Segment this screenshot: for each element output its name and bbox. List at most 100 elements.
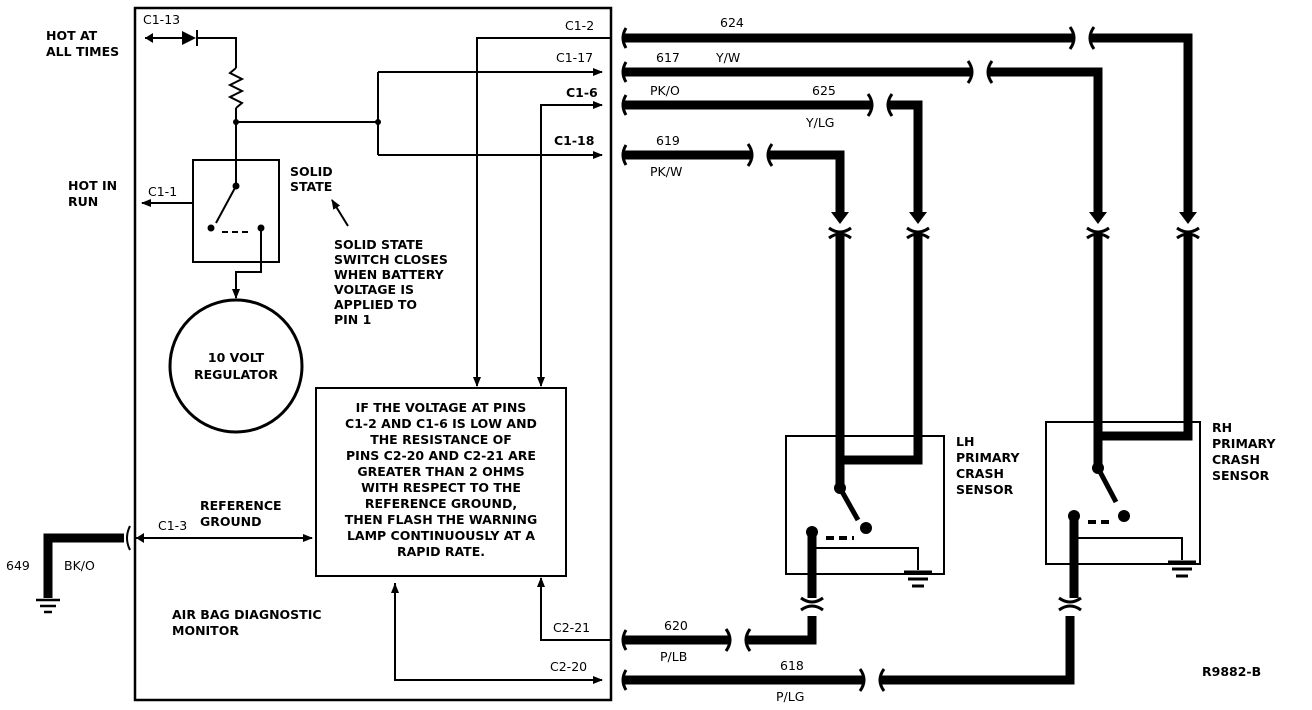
hot-in-run-label-2: RUN (68, 194, 98, 209)
ground-symbol-icon (904, 570, 932, 588)
svg-text:SWITCH CLOSES: SWITCH CLOSES (334, 252, 448, 267)
wire-624 (622, 33, 1193, 212)
pin-c1-13: C1-13 (143, 12, 180, 27)
svg-text:PRIMARY: PRIMARY (1212, 436, 1276, 451)
svg-text:SENSOR: SENSOR (1212, 468, 1270, 483)
wire-620 (622, 616, 817, 645)
ground-symbol-icon (1168, 560, 1196, 578)
circuit-620-color: P/LB (660, 649, 687, 664)
wire-625-drop (840, 234, 923, 465)
lh-sensor-case-ground (812, 547, 919, 570)
solid-state-switch-box (192, 159, 280, 263)
rh-sensor-case-ground (1074, 537, 1183, 560)
circuit-649: 649 (6, 558, 30, 573)
svg-text:PRIMARY: PRIMARY (956, 450, 1020, 465)
svg-text:C1-2 AND C1-6 IS LOW AND: C1-2 AND C1-6 IS LOW AND (345, 416, 537, 431)
junction-dot (233, 119, 239, 125)
svg-text:LAMP CONTINUOUSLY AT A: LAMP CONTINUOUSLY AT A (347, 528, 535, 543)
lh-sensor-switch-icon (806, 482, 872, 540)
circuit-625-color: Y/LG (805, 115, 835, 130)
svg-text:REFERENCE GROUND,: REFERENCE GROUND, (365, 496, 517, 511)
wire-drop-arrows (831, 212, 1197, 224)
svg-text:GREATER THAN 2 OHMS: GREATER THAN 2 OHMS (357, 464, 524, 479)
c1-3-arrow (136, 533, 144, 543)
circuit-619-color: PK/W (650, 164, 682, 179)
connector-bracket-icon (724, 26, 1096, 692)
svg-text:SENSOR: SENSOR (956, 482, 1014, 497)
circuit-624: 624 (720, 15, 744, 30)
pin-c1-3: C1-3 (158, 518, 187, 533)
svg-text:THEN FLASH THE WARNING: THEN FLASH THE WARNING (345, 512, 538, 527)
svg-text:APPLIED TO: APPLIED TO (334, 297, 417, 312)
pin-c2-20: C2-20 (550, 659, 587, 674)
switch-to-regulator-line (232, 228, 262, 299)
circuit-619: 619 (656, 133, 680, 148)
diode-icon (182, 30, 198, 46)
reference-ground-label: REFERENCE (200, 498, 282, 513)
rh-sensor-label: RH PRIMARY CRASH SENSOR (1212, 420, 1276, 483)
solid-state-label-2: STATE (290, 179, 332, 194)
pin-c1-17: C1-17 (556, 50, 593, 65)
circuit-620: 620 (664, 618, 688, 633)
circuit-625: 625 (812, 83, 836, 98)
svg-text:RH: RH (1212, 420, 1232, 435)
c1-2-sense-line (473, 37, 602, 387)
figure-id: R9882-B (1202, 664, 1261, 679)
svg-text:SOLID STATE: SOLID STATE (334, 237, 423, 252)
resistor-icon (227, 67, 245, 109)
wire-617 (622, 67, 1103, 212)
svg-text:CRASH: CRASH (956, 466, 1004, 481)
svg-text:WHEN BATTERY: WHEN BATTERY (334, 267, 445, 282)
hot-in-run-label: HOT IN (68, 178, 117, 193)
circuit-617-color: Y/W (715, 50, 740, 65)
hot-at-all-times-label-2: ALL TIMES (46, 44, 119, 59)
circuit-617: 617 (656, 50, 680, 65)
switch-note: SOLID STATE SWITCH CLOSES WHEN BATTERY V… (334, 237, 448, 327)
connector-bracket-icon (800, 226, 1200, 612)
pin-c1-18: C1-18 (554, 133, 594, 148)
wire-624-drop (1098, 234, 1193, 441)
svg-text:VOLTAGE IS: VOLTAGE IS (334, 282, 414, 297)
c2-21-sense-line (537, 577, 610, 641)
wire-619 (622, 150, 845, 212)
pin-c1-6: C1-6 (566, 85, 598, 100)
regulator-circle (168, 298, 304, 434)
rh-sensor-box (1045, 421, 1201, 565)
wire-618 (622, 616, 1075, 685)
svg-text:PIN 1: PIN 1 (334, 312, 371, 327)
svg-text:CRASH: CRASH (1212, 452, 1260, 467)
diagnostic-logic-box (315, 387, 567, 577)
connector-bracket-icon (126, 525, 131, 551)
ground-symbol-icon (36, 598, 60, 614)
module-title: AIR BAG DIAGNOSTIC (172, 607, 322, 622)
circuit-649-color: BK/O (64, 558, 95, 573)
svg-text:WITH RESPECT TO THE: WITH RESPECT TO THE (361, 480, 521, 495)
lh-sensor-label: LH PRIMARY CRASH SENSOR (956, 434, 1020, 497)
wire-649 (43, 533, 124, 598)
svg-text:IF THE VOLTAGE AT PINS: IF THE VOLTAGE AT PINS (356, 400, 527, 415)
circuit-618-color: P/LG (776, 689, 804, 704)
switch-icon (207, 182, 265, 233)
connector-bracket-icon (621, 27, 628, 691)
rh-sensor-switch-icon (1068, 462, 1130, 524)
solid-state-label: SOLID (290, 164, 333, 179)
regulator-label: 10 VOLT (208, 350, 265, 365)
regulator-label-2: REGULATOR (194, 367, 278, 382)
c1-13-arrow (145, 33, 153, 43)
pin-c1-2: C1-2 (565, 18, 594, 33)
pin-c2-21: C2-21 (553, 620, 590, 635)
svg-text:LH: LH (956, 434, 974, 449)
wire-625 (622, 100, 923, 212)
diagnostic-logic-text: IF THE VOLTAGE AT PINS C1-2 AND C1-6 IS … (345, 400, 538, 559)
diode-to-resistor-line (197, 37, 237, 68)
circuit-618: 618 (780, 658, 804, 673)
circuit-625-top-color: PK/O (650, 83, 680, 98)
svg-text:THE RESISTANCE OF: THE RESISTANCE OF (370, 432, 512, 447)
hot-at-all-times-label: HOT AT (46, 28, 98, 43)
module-title-2: MONITOR (172, 623, 239, 638)
svg-text:RAPID RATE.: RAPID RATE. (397, 544, 485, 559)
svg-text:PINS C2-20 AND C2-21 ARE: PINS C2-20 AND C2-21 ARE (346, 448, 536, 463)
lh-sensor-box (785, 435, 945, 575)
pin-c1-1: C1-1 (148, 184, 177, 199)
